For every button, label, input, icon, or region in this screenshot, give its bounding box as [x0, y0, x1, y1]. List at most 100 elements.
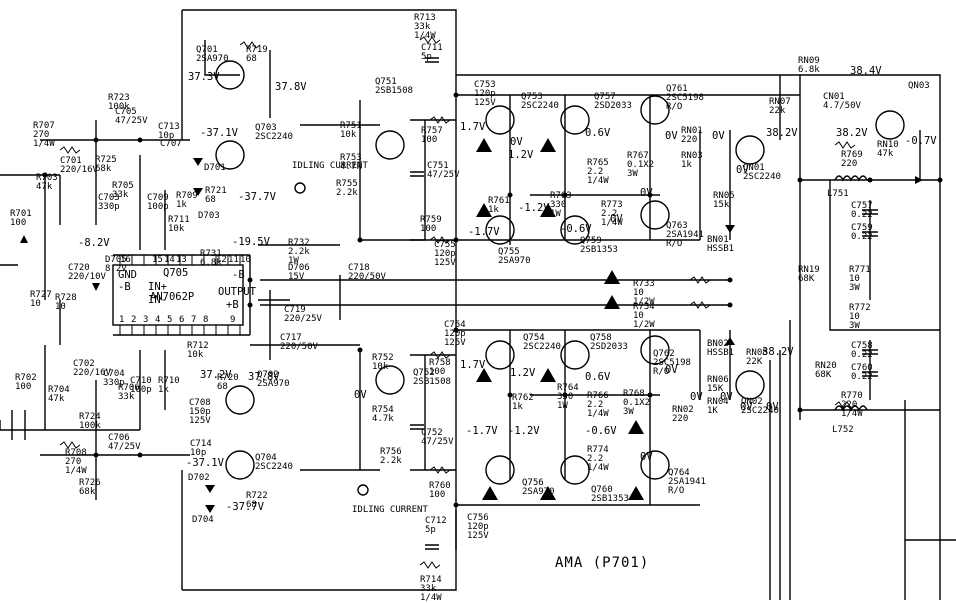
component-label: C710	[130, 376, 152, 386]
ic-pin-number: 9	[230, 315, 235, 325]
component-value: 47/25V	[427, 170, 460, 180]
component-label: C707	[160, 139, 182, 149]
component-labels: Q7012SA970R71968R71333k1/4WC7115pQ7512SB…	[10, 13, 937, 603]
component-value: 2.2k	[288, 247, 310, 257]
component-label: R701	[10, 209, 32, 219]
transistor-symbol	[640, 200, 670, 230]
component-value: 2SB1508	[413, 377, 451, 387]
component-label: R760	[429, 481, 451, 491]
component-value: 330	[557, 392, 573, 402]
component-value: 68k	[79, 487, 96, 497]
component-value: 2SA970	[257, 379, 290, 389]
component-label: R762	[512, 393, 534, 403]
component-label: RN07	[769, 97, 791, 107]
component-value: 100	[421, 135, 437, 145]
component-label: Q754	[523, 333, 545, 343]
component-value: 1k	[176, 200, 187, 210]
component-value: 100	[10, 218, 26, 228]
component-value: 2.2	[587, 400, 603, 410]
component-label: R751	[340, 121, 362, 131]
warning-icon	[540, 368, 556, 382]
voltage-reading: 0V	[610, 213, 623, 225]
component-value: 5p	[421, 52, 432, 62]
component-label: RN10	[877, 140, 899, 150]
component-value: 2SA1941	[666, 230, 704, 240]
component-label: C754	[444, 320, 466, 330]
voltage-reading: 38.2V	[762, 346, 794, 358]
voltage-reading: -37.7V	[238, 191, 277, 203]
component-label: R761	[488, 196, 510, 206]
component-label: R704	[48, 385, 70, 395]
component-label: R771	[849, 265, 871, 275]
component-value: 1W	[557, 401, 568, 411]
transistor-symbol	[560, 105, 590, 135]
component-value: 10	[849, 274, 860, 284]
warning-icon	[476, 368, 492, 382]
component-value: 0.1X2	[627, 160, 654, 170]
component-label: C703	[98, 193, 120, 203]
component-label: R756	[380, 447, 402, 457]
component-label: R702	[15, 373, 37, 383]
component-value: 2SA1941	[668, 477, 706, 487]
component-value: 2SD2033	[594, 101, 632, 111]
component-value: 220/16V	[60, 165, 99, 175]
ic-pin-number: 15	[152, 255, 163, 265]
component-value: 1/2W	[633, 320, 655, 330]
component-label: R765	[587, 158, 609, 168]
ic-pin-number: 7	[191, 315, 196, 325]
capacitor-symbols	[410, 57, 878, 550]
transistor-symbol	[215, 60, 245, 90]
component-value: 22K	[746, 357, 763, 367]
component-value: 47/25V	[108, 442, 141, 452]
component-label: Q763	[666, 221, 688, 231]
voltage-reading: 38.4V	[850, 65, 882, 77]
component-label: C717	[280, 333, 302, 343]
component-label: RN19	[798, 265, 820, 275]
component-label: L751	[827, 189, 849, 199]
component-value: 10k	[372, 362, 389, 372]
component-label: R723	[108, 93, 130, 103]
component-label: R705	[112, 181, 134, 191]
ic-pin-number: 12	[216, 255, 227, 265]
transistor-symbol	[215, 140, 245, 170]
ic-pin-label-in-minus: IN-	[148, 294, 167, 306]
component-label: BN02	[707, 339, 729, 349]
component-label: C718	[348, 263, 370, 273]
ic-pin-label-output: OUTPUT	[218, 286, 257, 298]
component-value: 2.2	[587, 454, 603, 464]
transistor-symbol	[735, 370, 765, 400]
voltage-reading: 0.6V	[585, 127, 611, 139]
component-label: Q760	[591, 485, 613, 495]
component-value: 68	[205, 195, 216, 205]
component-value: 4.7/50V	[823, 101, 862, 111]
component-label: C708	[189, 398, 211, 408]
voltage-reading: 0V	[712, 130, 725, 142]
component-label: C706	[108, 433, 130, 443]
component-value: 220/50V	[348, 272, 387, 282]
voltage-reading: 1.2V	[510, 367, 536, 379]
component-label: R755	[336, 179, 358, 189]
voltage-reading: 0V	[640, 451, 653, 463]
warning-icon	[540, 486, 556, 500]
component-value: R/O	[653, 367, 669, 377]
component-label: R707	[33, 121, 55, 131]
component-label: R734	[633, 302, 655, 312]
ic-pin-number: 2	[131, 315, 136, 325]
idling-current-label-lower: IDLING CURRENT	[352, 505, 428, 515]
voltage-reading: -37.1V	[186, 457, 225, 469]
component-value: R/O	[668, 486, 684, 496]
component-value: 1/4W	[841, 409, 863, 419]
warning-icon	[540, 138, 556, 152]
ic-pin-label-pos-b: +B	[226, 299, 239, 311]
transistor-symbols	[215, 60, 905, 485]
component-value: 1/4W	[587, 463, 609, 473]
component-value: 125V	[189, 416, 211, 426]
diode-icon	[205, 505, 215, 513]
component-label: C759	[851, 223, 873, 233]
voltage-reading: 37.8V	[248, 371, 280, 383]
component-value: 270	[65, 457, 81, 467]
voltage-reading: 38.2V	[766, 127, 798, 139]
component-value: 0.1X2	[623, 398, 650, 408]
component-label: D705	[105, 255, 127, 265]
component-value: 150p	[189, 407, 211, 417]
